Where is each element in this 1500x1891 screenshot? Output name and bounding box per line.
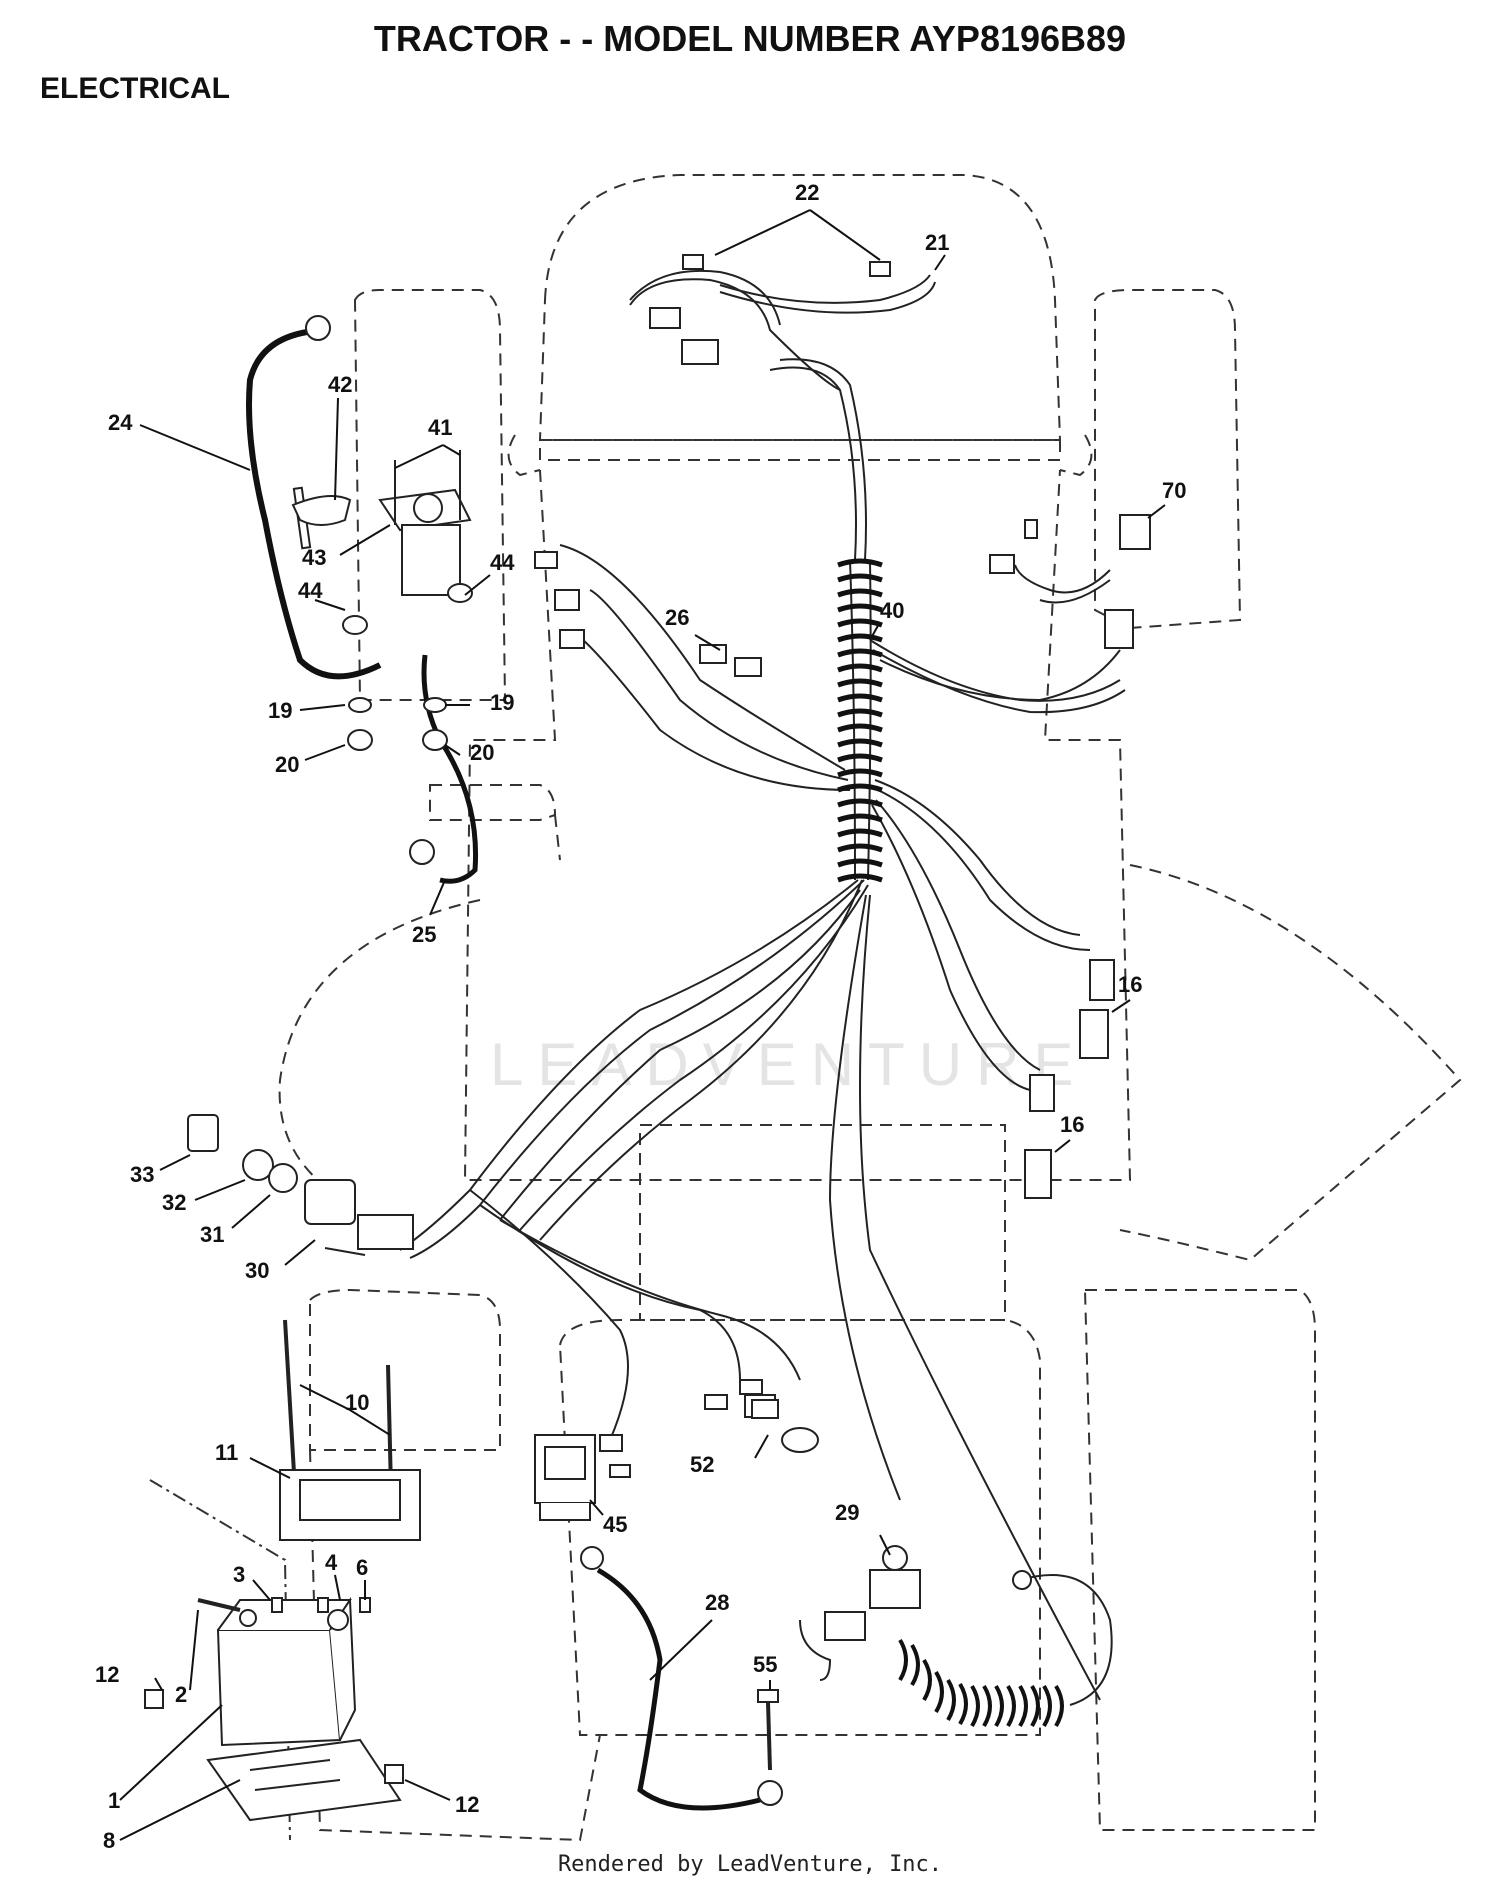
- pto-coil: [898, 1638, 1064, 1728]
- battery-assembly: [144, 1319, 421, 1822]
- starter-cable: [421, 654, 479, 884]
- pto-ring-terminal: [1012, 1570, 1032, 1590]
- seat-switch-harness: [1014, 564, 1111, 604]
- callout-20-left: 20: [275, 752, 299, 777]
- battery-cable: [246, 329, 382, 680]
- callout-31: 31: [200, 1222, 224, 1247]
- headlight-harness: [629, 254, 936, 391]
- starter-ring-terminal: [409, 839, 435, 865]
- callout-3: 3: [233, 1562, 245, 1587]
- callout-10: 10: [345, 1390, 369, 1415]
- callout-8: 8: [103, 1828, 115, 1853]
- ground-cable: [596, 1567, 761, 1811]
- page-title: TRACTOR - - MODEL NUMBER AYP8196B89: [373, 18, 1127, 59]
- callout-21: 21: [925, 230, 949, 255]
- callout-28: 28: [705, 1590, 729, 1615]
- callout-45: 45: [603, 1512, 627, 1537]
- callout-44-left: 44: [298, 578, 323, 603]
- callout-6: 6: [356, 1555, 368, 1580]
- ground-ring-terminal-2: [757, 1780, 783, 1806]
- callout-19-left: 19: [268, 698, 292, 723]
- callout-52: 52: [690, 1452, 714, 1477]
- solenoid: [291, 450, 473, 751]
- callout-12-right: 12: [455, 1792, 479, 1817]
- callout-26: 26: [665, 605, 689, 630]
- callout-40: 40: [880, 598, 904, 623]
- callout-70: 70: [1162, 478, 1186, 503]
- callout-labels: 22 21 42 24 41 70 43 44 44 26 40 19 19 2…: [95, 180, 1186, 1853]
- callout-22: 22: [795, 180, 819, 205]
- callout-30: 30: [245, 1258, 269, 1283]
- callout-20-right: 20: [470, 740, 494, 765]
- callout-16-upper: 16: [1118, 972, 1142, 997]
- main-harness-bundle: [399, 358, 1126, 1701]
- leader-lines: [119, 209, 1166, 1841]
- callout-43: 43: [302, 545, 326, 570]
- tractor-outline: [278, 174, 1462, 1842]
- callout-12-left: 12: [95, 1662, 119, 1687]
- pto-harness: [1019, 1574, 1113, 1706]
- callout-44-right: 44: [490, 550, 515, 575]
- callout-41: 41: [428, 415, 452, 440]
- section-heading: ELECTRICAL: [40, 72, 230, 105]
- ignition-switch: [187, 1114, 414, 1256]
- callout-29: 29: [835, 1500, 859, 1525]
- callout-32: 32: [162, 1190, 186, 1215]
- cable-ring-terminal: [305, 315, 331, 341]
- callout-4: 4: [325, 1550, 338, 1575]
- ground-connector: [751, 1399, 819, 1453]
- callout-16-lower: 16: [1060, 1112, 1084, 1137]
- callout-19-right: 19: [490, 690, 514, 715]
- callout-33: 33: [130, 1162, 154, 1187]
- footer-credit: Rendered by LeadVenture, Inc.: [557, 1852, 943, 1877]
- bolt: [757, 1689, 779, 1771]
- callout-2: 2: [175, 1682, 187, 1707]
- loom-coil: [837, 558, 883, 883]
- callout-25: 25: [412, 922, 436, 947]
- callout-24: 24: [108, 410, 133, 435]
- callout-42: 42: [328, 372, 352, 397]
- callout-1: 1: [108, 1788, 120, 1813]
- rear-harness-branch: [879, 649, 1121, 702]
- pto-switch: [799, 1545, 921, 1681]
- ground-ring-terminal: [580, 1546, 604, 1570]
- connector-group: [534, 514, 1151, 1478]
- battery-hidden-line: [149, 1479, 291, 1841]
- callout-11: 11: [215, 1440, 238, 1465]
- hourmeter: [534, 1434, 596, 1521]
- callout-55: 55: [753, 1652, 777, 1677]
- watermark-text: LEADVENTURE: [490, 1031, 1087, 1098]
